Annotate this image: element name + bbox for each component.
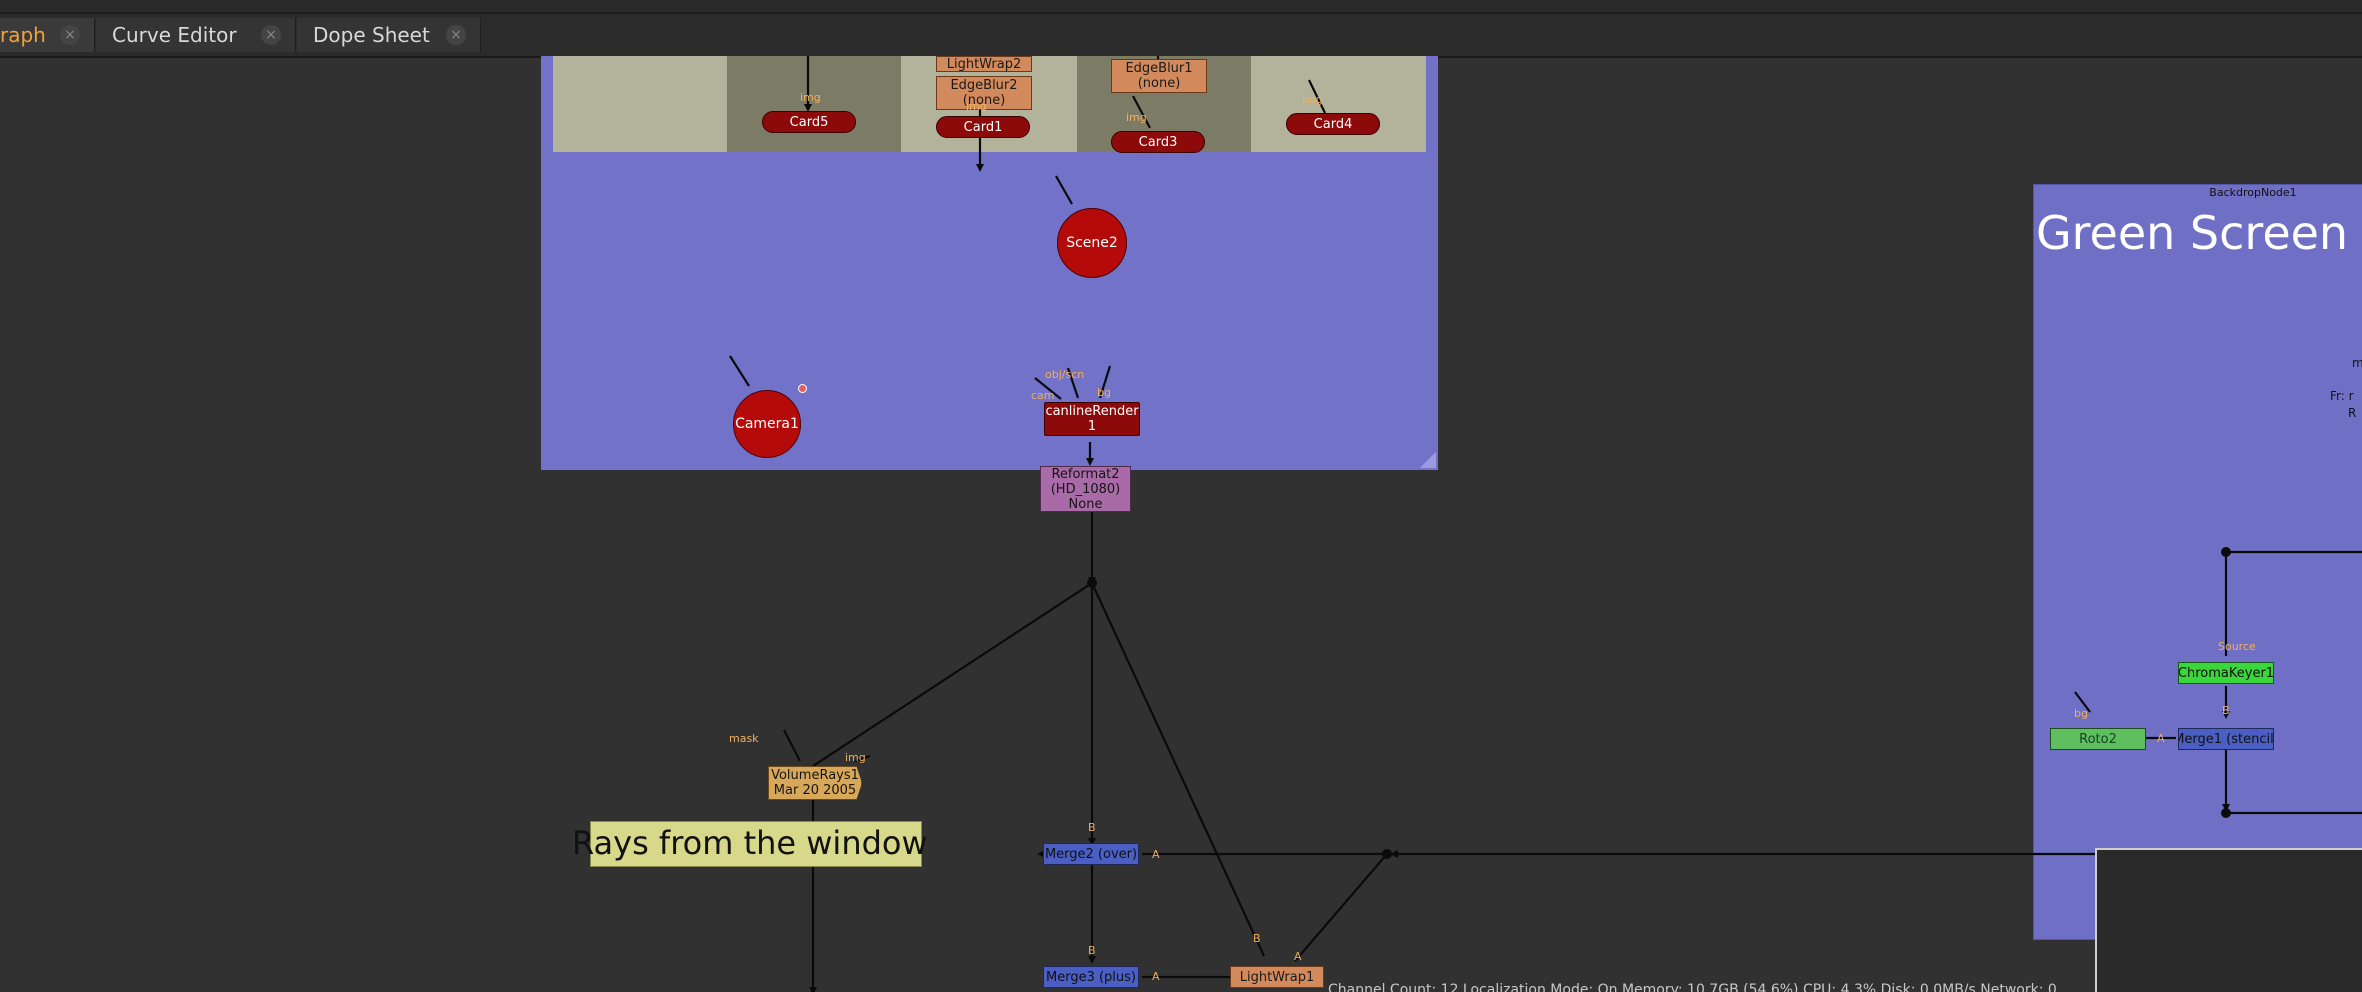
camera-indicator — [798, 384, 807, 393]
node-label: EdgeBlur1 — [1125, 61, 1193, 76]
tab-node-graph[interactable]: raph × — [0, 18, 95, 52]
node-sublabel: (none) — [962, 93, 1006, 108]
node-chromakeyer1[interactable]: ChromaKeyer1 — [2178, 662, 2274, 684]
node-merge2[interactable]: Merge2 (over) — [1043, 843, 1139, 865]
input-label: A — [1152, 970, 1160, 983]
tab-label: Curve Editor — [112, 23, 237, 47]
input-label: A — [1294, 950, 1302, 963]
sticky-note: Rays from the window — [572, 824, 928, 862]
tab-dope-sheet[interactable]: Dope Sheet × — [297, 18, 481, 52]
close-icon[interactable]: × — [60, 25, 80, 45]
node-label: Reformat2 — [1051, 466, 1120, 482]
node-scanlinerender2[interactable]: ScanlineRender2 1 — [1044, 402, 1140, 436]
input-label: bg — [1097, 386, 1111, 399]
input-label: img — [1126, 111, 1147, 124]
partial-text: Fr: r — [2330, 389, 2354, 403]
partial-text: m — [2352, 356, 2362, 370]
node-merge1[interactable]: Merge1 (stencil) — [2178, 728, 2274, 750]
input-label: img — [1302, 93, 1323, 106]
tab-label: raph — [0, 23, 46, 47]
input-label: B — [1088, 944, 1096, 957]
backdrop-title: BackdropNode1 — [2209, 186, 2297, 199]
partial-text: R — [2348, 406, 2357, 420]
node-volumerays1[interactable]: VolumeRays1 Mar 20 2005 — [768, 766, 862, 800]
close-icon[interactable]: × — [446, 25, 466, 45]
node-sublabel: None — [1068, 496, 1103, 512]
node-graph-canvas[interactable]: BackdropNode1 Green Screen m Fr: r R — [0, 56, 2362, 992]
node-card3[interactable]: Card3 — [1111, 131, 1205, 153]
node-label: VolumeRays1 — [771, 768, 859, 783]
title-strip — [0, 0, 2362, 14]
input-label: Source — [2218, 640, 2256, 653]
input-label: obj/scn — [1045, 368, 1085, 381]
tab-label: Dope Sheet — [313, 23, 430, 47]
close-icon[interactable]: × — [261, 25, 281, 45]
node-card1[interactable]: Card1 — [936, 116, 1030, 138]
node-roto2[interactable]: Roto2 — [2050, 728, 2146, 750]
input-label: img — [845, 751, 866, 764]
node-edgeblur2[interactable]: EdgeBlur2 (none) — [936, 76, 1032, 110]
node-edgeblur1[interactable]: EdgeBlur1 (none) — [1111, 59, 1207, 93]
input-label: A — [1152, 848, 1160, 861]
input-label: A — [2157, 732, 2165, 745]
node-sublabel: Mar 20 2005 — [773, 783, 857, 798]
node-lightwrap1[interactable]: LightWrap1 — [1230, 966, 1324, 988]
input-label: B — [1253, 932, 1261, 945]
sticky-note-box[interactable] — [590, 821, 922, 867]
node-lightwrap2[interactable]: LightWrap2 — [936, 56, 1032, 72]
backdrop-card-column — [727, 56, 901, 152]
input-label: B — [1088, 821, 1096, 834]
backdrop-heading: Green Screen — [2036, 206, 2349, 260]
input-label: B — [2222, 704, 2230, 717]
node-card4[interactable]: Card4 — [1286, 113, 1380, 135]
input-label: mask — [729, 732, 759, 745]
input-label: img — [800, 91, 821, 104]
tab-curve-editor[interactable]: Curve Editor × — [96, 18, 296, 52]
node-sublabel: 1 — [1087, 419, 1097, 434]
node-sublabel: (none) — [1137, 76, 1181, 91]
input-label: cam — [1031, 389, 1055, 402]
status-text: Channel Count: 12 Localization Mode: On … — [1328, 982, 2057, 992]
node-reformat2[interactable]: Reformat2 (HD_1080) None — [1040, 466, 1131, 512]
tab-bar: raph × Curve Editor × Dope Sheet × — [0, 14, 2362, 58]
input-label: bg — [2074, 707, 2088, 720]
connections — [729, 56, 2362, 992]
viewer-preview — [2095, 848, 2362, 992]
backdrop-resize-handle[interactable] — [1420, 452, 1436, 468]
node-card5[interactable]: Card5 — [762, 111, 856, 133]
node-camera1[interactable]: Camera1 — [733, 390, 801, 458]
node-label: ScanlineRender2 — [1045, 404, 1139, 419]
input-label: img — [966, 100, 987, 113]
node-sublabel: (HD_1080) — [1050, 481, 1121, 497]
node-merge3[interactable]: Merge3 (plus) — [1043, 966, 1139, 988]
node-scene2[interactable]: Scene2 — [1057, 208, 1127, 278]
node-label: EdgeBlur2 — [950, 78, 1018, 93]
